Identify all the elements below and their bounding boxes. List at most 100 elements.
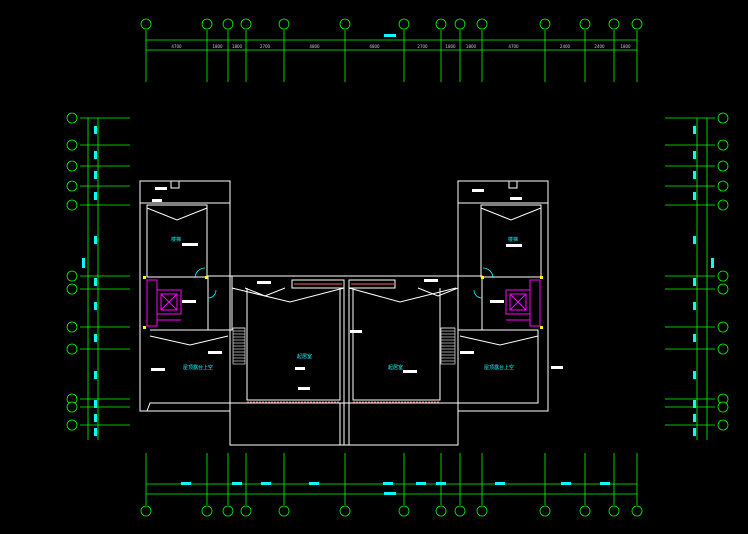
tag-mark-14 bbox=[506, 244, 522, 247]
grid-bubble-right-5 bbox=[717, 270, 729, 282]
grid-bubble-right-11 bbox=[717, 419, 729, 431]
left-stair-x2 bbox=[160, 293, 178, 311]
tag-mark-2 bbox=[182, 243, 198, 246]
stair-treads bbox=[232, 327, 456, 365]
dim-label-top-9: 4700 bbox=[508, 44, 519, 49]
dim-marker-left-5 bbox=[94, 278, 97, 286]
grid-bubble-top-0 bbox=[140, 18, 152, 30]
dim-tag-top bbox=[384, 34, 396, 37]
grid-bubble-left-8 bbox=[66, 343, 78, 355]
roof-mark-right bbox=[480, 207, 542, 221]
grid-bubble-bottom-4 bbox=[278, 505, 290, 517]
grid-bubble-bottom-1 bbox=[201, 505, 213, 517]
grid-bubble-top-9 bbox=[476, 18, 488, 30]
dim-marker-left-2 bbox=[94, 171, 97, 179]
tag-mark-9 bbox=[350, 330, 362, 333]
tag-mark-12 bbox=[472, 189, 484, 192]
grid-bubble-left-6 bbox=[66, 283, 78, 295]
right-stair-run bbox=[529, 279, 541, 327]
grid-bubble-left-5 bbox=[66, 270, 78, 282]
fixture-6 bbox=[540, 326, 543, 329]
dim-marker-right-3 bbox=[693, 192, 696, 200]
roof-mark-center-right bbox=[348, 287, 457, 303]
dim-marker-bottom-1 bbox=[232, 482, 242, 485]
dim-marker-right-0 bbox=[693, 126, 696, 134]
dim-marker-right-5 bbox=[693, 278, 696, 286]
dim-label-top-7: 1800 bbox=[445, 44, 456, 49]
dim-label-top-3: 2700 bbox=[260, 44, 271, 49]
dim-marker-right-10 bbox=[693, 414, 696, 422]
dim-marker-left-8 bbox=[94, 371, 97, 379]
grid-bubble-right-8 bbox=[717, 343, 729, 355]
right-stair-core-inner bbox=[509, 293, 527, 311]
tag-mark-3 bbox=[257, 281, 271, 284]
terrace-mark-right bbox=[459, 335, 539, 346]
grid-bubble-right-1 bbox=[717, 139, 729, 151]
fixture-5 bbox=[143, 326, 146, 329]
dim-marker-bottom-7 bbox=[495, 482, 505, 485]
tag-mark-11 bbox=[424, 279, 438, 282]
right-chimney bbox=[508, 180, 518, 189]
left-stair-box bbox=[232, 327, 246, 365]
grid-bubble-bottom-2 bbox=[222, 505, 234, 517]
left-door-arc bbox=[194, 267, 206, 279]
dim-label-top-5: 4800 bbox=[369, 44, 380, 49]
dim-marker-left-7 bbox=[94, 334, 97, 342]
dim-marker-right-9 bbox=[693, 400, 696, 408]
tag-mark-17 bbox=[551, 366, 563, 369]
grid-bubble-top-1 bbox=[201, 18, 213, 30]
grid-bubble-left-4 bbox=[66, 199, 78, 211]
grid-bubble-left-10 bbox=[66, 401, 78, 413]
grid-bubble-bottom-0 bbox=[140, 505, 152, 517]
dim-marker-bottom-5 bbox=[416, 482, 426, 485]
dim-marker-left-1 bbox=[94, 151, 97, 159]
dimension-lines bbox=[82, 34, 714, 495]
dim-marker-left-10 bbox=[94, 414, 97, 422]
dim-marker-bottom-4 bbox=[383, 482, 393, 485]
building-walls bbox=[139, 180, 549, 446]
grid-bubble-left-7 bbox=[66, 321, 78, 333]
roof-mark-left bbox=[146, 207, 208, 221]
right-lower-door bbox=[473, 289, 483, 299]
dim-marker-right-8 bbox=[693, 371, 696, 379]
fixture-1 bbox=[143, 276, 146, 279]
room-label-stair-left: 楼梯 bbox=[171, 236, 181, 243]
grid-bubble-top-7 bbox=[435, 18, 447, 30]
tag-mark-16 bbox=[460, 351, 474, 354]
tag-mark-1 bbox=[152, 199, 162, 202]
grid-bubbles bbox=[66, 18, 729, 517]
grid-bubble-top-13 bbox=[631, 18, 643, 30]
grid-bubble-bottom-13 bbox=[631, 505, 643, 517]
grid-bubble-right-2 bbox=[717, 160, 729, 172]
right-stair-box bbox=[440, 327, 456, 365]
dim-marker-left-0 bbox=[94, 126, 97, 134]
grid-bubble-bottom-8 bbox=[454, 505, 466, 517]
grid-bubble-bottom-9 bbox=[476, 505, 488, 517]
terrace-mark-left bbox=[149, 335, 229, 346]
dim-label-top-0: 4700 bbox=[171, 44, 182, 49]
stairs bbox=[146, 279, 541, 327]
dim-tag-bottom bbox=[384, 492, 396, 495]
fixture-2 bbox=[205, 276, 208, 279]
tag-mark-4 bbox=[182, 300, 196, 303]
grid-bubble-top-2 bbox=[222, 18, 234, 30]
doors bbox=[194, 267, 494, 299]
grid-bubble-bottom-5 bbox=[339, 505, 351, 517]
grid-bubble-right-10 bbox=[717, 401, 729, 413]
dim-marker-right-1 bbox=[693, 151, 696, 159]
grid-bubble-bottom-11 bbox=[579, 505, 591, 517]
dim-marker-right-11 bbox=[693, 428, 696, 436]
dim-marker-left-4 bbox=[94, 236, 97, 244]
grid-bubble-top-6 bbox=[398, 18, 410, 30]
right-terrace-outline bbox=[458, 329, 539, 404]
fixture-3 bbox=[481, 276, 484, 279]
dim-label-top-11: 2400 bbox=[594, 44, 605, 49]
room-label-terrace-right: 屋顶露台上空 bbox=[484, 364, 514, 371]
fixtures bbox=[143, 276, 543, 329]
right-living-inner bbox=[352, 288, 441, 401]
right-door-arc bbox=[482, 267, 494, 279]
roof-mark-center-left bbox=[231, 287, 345, 303]
dim-marker-bottom-3 bbox=[309, 482, 319, 485]
right-stair-room bbox=[480, 204, 542, 278]
